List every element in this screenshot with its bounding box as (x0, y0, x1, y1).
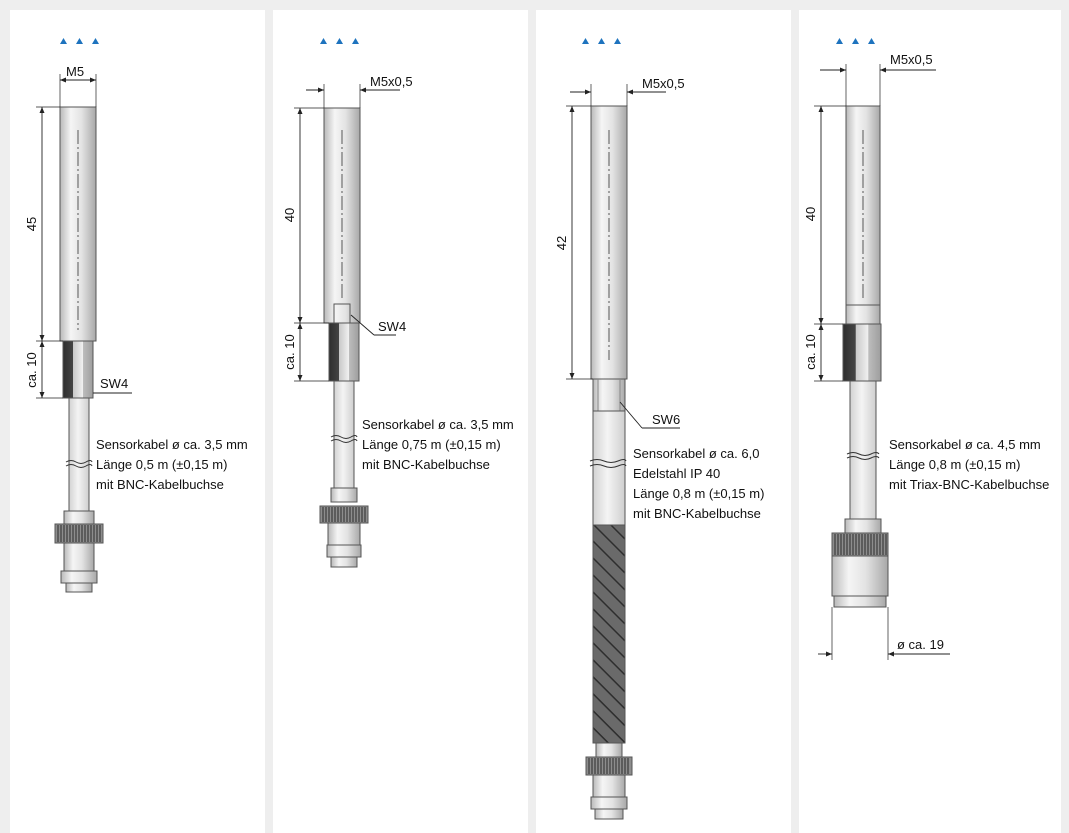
sensor-4-thread-label: M5x0,5 (890, 52, 933, 67)
panel-1 (10, 10, 265, 833)
sensor-2-cable-dim-label: ca. 10 (282, 334, 297, 369)
sensor-4 (814, 64, 950, 660)
sensor-1-thread-label: M5 (66, 64, 84, 79)
sensor-3-wrench-label: SW6 (652, 412, 680, 427)
sensor-1-note-line-3: mit BNC-Kabelbuchse (96, 477, 224, 492)
sensor-4-connector-dim-label: ø ca. 19 (897, 637, 944, 652)
sensor-2 (294, 84, 400, 568)
panel-2 (273, 10, 528, 833)
sensor-2-thread-label: M5x0,5 (370, 74, 413, 89)
sensor-1-wrench-label: SW4 (100, 376, 128, 391)
sensor-1 (36, 74, 132, 593)
sensor-4-cable-dim-label: ca. 10 (803, 334, 818, 369)
sensor-1-cable-dim-label: ca. 10 (24, 352, 39, 387)
sensor-1-note-line-2: Länge 0,5 m (±0,15 m) (96, 457, 227, 472)
panel-4 (799, 10, 1061, 833)
sensor-2-wrench-label: SW4 (378, 319, 406, 334)
sensor-4-note-line-2: Länge 0,8 m (±0,15 m) (889, 457, 1020, 472)
sensor-1-note-line-1: Sensorkabel ø ca. 3,5 mm (96, 437, 248, 452)
panel-3 (536, 10, 791, 833)
sensor-2-note-line-1: Sensorkabel ø ca. 3,5 mm (362, 417, 514, 432)
sensor-3-note-line-1: Sensorkabel ø ca. 6,0 (633, 446, 759, 461)
sensor-3-length-label: 42 (554, 236, 569, 250)
sensor-1-length-label: 45 (24, 217, 39, 231)
sensor-3-thread-label: M5x0,5 (642, 76, 685, 91)
sensor-3 (566, 84, 680, 820)
sensor-4-note-line-3: mit Triax-BNC-Kabelbuchse (889, 477, 1049, 492)
sensor-3-note-line-3: Länge 0,8 m (±0,15 m) (633, 486, 764, 501)
sensor-4-note-line-1: Sensorkabel ø ca. 4,5 mm (889, 437, 1041, 452)
sensor-4-length-label: 40 (803, 207, 818, 221)
sensor-2-note-line-3: mit BNC-Kabelbuchse (362, 457, 490, 472)
sensor-3-note-line-2: Edelstahl IP 40 (633, 466, 720, 481)
triangle-markers (60, 38, 875, 44)
sensor-2-length-label: 40 (282, 208, 297, 222)
sensor-3-note-line-4: mit BNC-Kabelbuchse (633, 506, 761, 521)
sensor-2-note-line-2: Länge 0,75 m (±0,15 m) (362, 437, 501, 452)
